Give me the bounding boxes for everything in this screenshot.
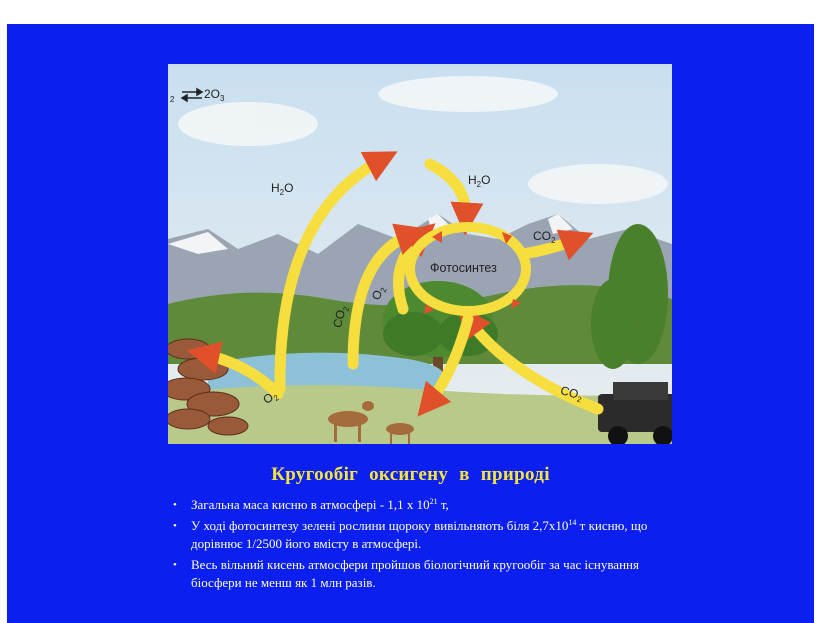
fact-text: У ході фотосинтезу зелені рослини щороку… — [191, 518, 569, 533]
fact-text: Весь вільний кисень атмосфери пройшов бі… — [191, 557, 639, 590]
deer — [328, 401, 414, 444]
fact-item: • У ході фотосинтезу зелені рослини щоро… — [167, 517, 687, 553]
oxygen-cycle-illustration: 2O3 2 H2O H2O CO2 Фотосинтез O2 CO2 O2 C… — [168, 64, 672, 444]
label-co2-right: CO2 — [533, 229, 556, 245]
label-co2-low: CO2 — [558, 383, 584, 404]
bullet: • — [173, 499, 177, 511]
label-o2-mid: O2 — [369, 283, 389, 302]
label-h2o-left: H2O — [271, 181, 293, 197]
jeep — [598, 382, 672, 444]
label-ozone: 2O3 — [204, 87, 225, 103]
right-trees — [591, 224, 668, 369]
diagram-labels: 2O3 2 H2O H2O CO2 Фотосинтез O2 CO2 O2 C… — [170, 87, 584, 407]
photosynthesis-ring — [405, 222, 531, 316]
cycle-arrows — [186, 151, 604, 417]
oxygen-cycle-diagram: 2O3 2 H2O H2O CO2 Фотосинтез O2 CO2 O2 C… — [168, 64, 672, 444]
slide-title: Кругообіг оксигену в природі — [271, 464, 550, 485]
arrow-h2o-left — [274, 151, 398, 395]
fact-text-end: т, — [437, 497, 449, 512]
ring-arrowheads — [424, 231, 521, 314]
arrow-co2-right — [517, 229, 594, 261]
arrow-co2-low — [458, 305, 604, 415]
fact-item: • Загальна маса кисню в атмосфері - 1,1 … — [167, 496, 687, 514]
fact-item: • Весь вільний кисень атмосфери пройшов … — [167, 556, 687, 592]
clouds — [178, 76, 668, 204]
fact-text-end: т кисню, що дорівнює 1/2500 його вмісту … — [191, 518, 648, 551]
label-ozone-prefix: 2 — [170, 95, 175, 104]
equilibrium-arrows-icon — [180, 87, 204, 103]
arrow-down — [417, 313, 474, 417]
label-co2-left: CO2 — [330, 303, 351, 329]
arrow-o2-low — [186, 341, 284, 400]
slide: 2O3 2 H2O H2O CO2 Фотосинтез O2 CO2 O2 C… — [7, 24, 814, 623]
arrow-h2o-top — [424, 158, 484, 236]
facts-list: • Загальна маса кисню в атмосфері - 1,1 … — [167, 496, 687, 595]
bullet: • — [173, 520, 177, 532]
fact-exponent: 14 — [568, 518, 577, 527]
mountain-snow — [168, 214, 573, 254]
fact-text: Загальна маса кисню в атмосфері - 1,1 х … — [191, 497, 430, 512]
label-h2o-top: H2O — [468, 173, 490, 189]
fact-exponent: 21 — [429, 497, 438, 506]
label-photosynthesis: Фотосинтез — [430, 261, 497, 275]
arrow-co2-left — [347, 223, 429, 370]
bullet: • — [173, 559, 177, 571]
